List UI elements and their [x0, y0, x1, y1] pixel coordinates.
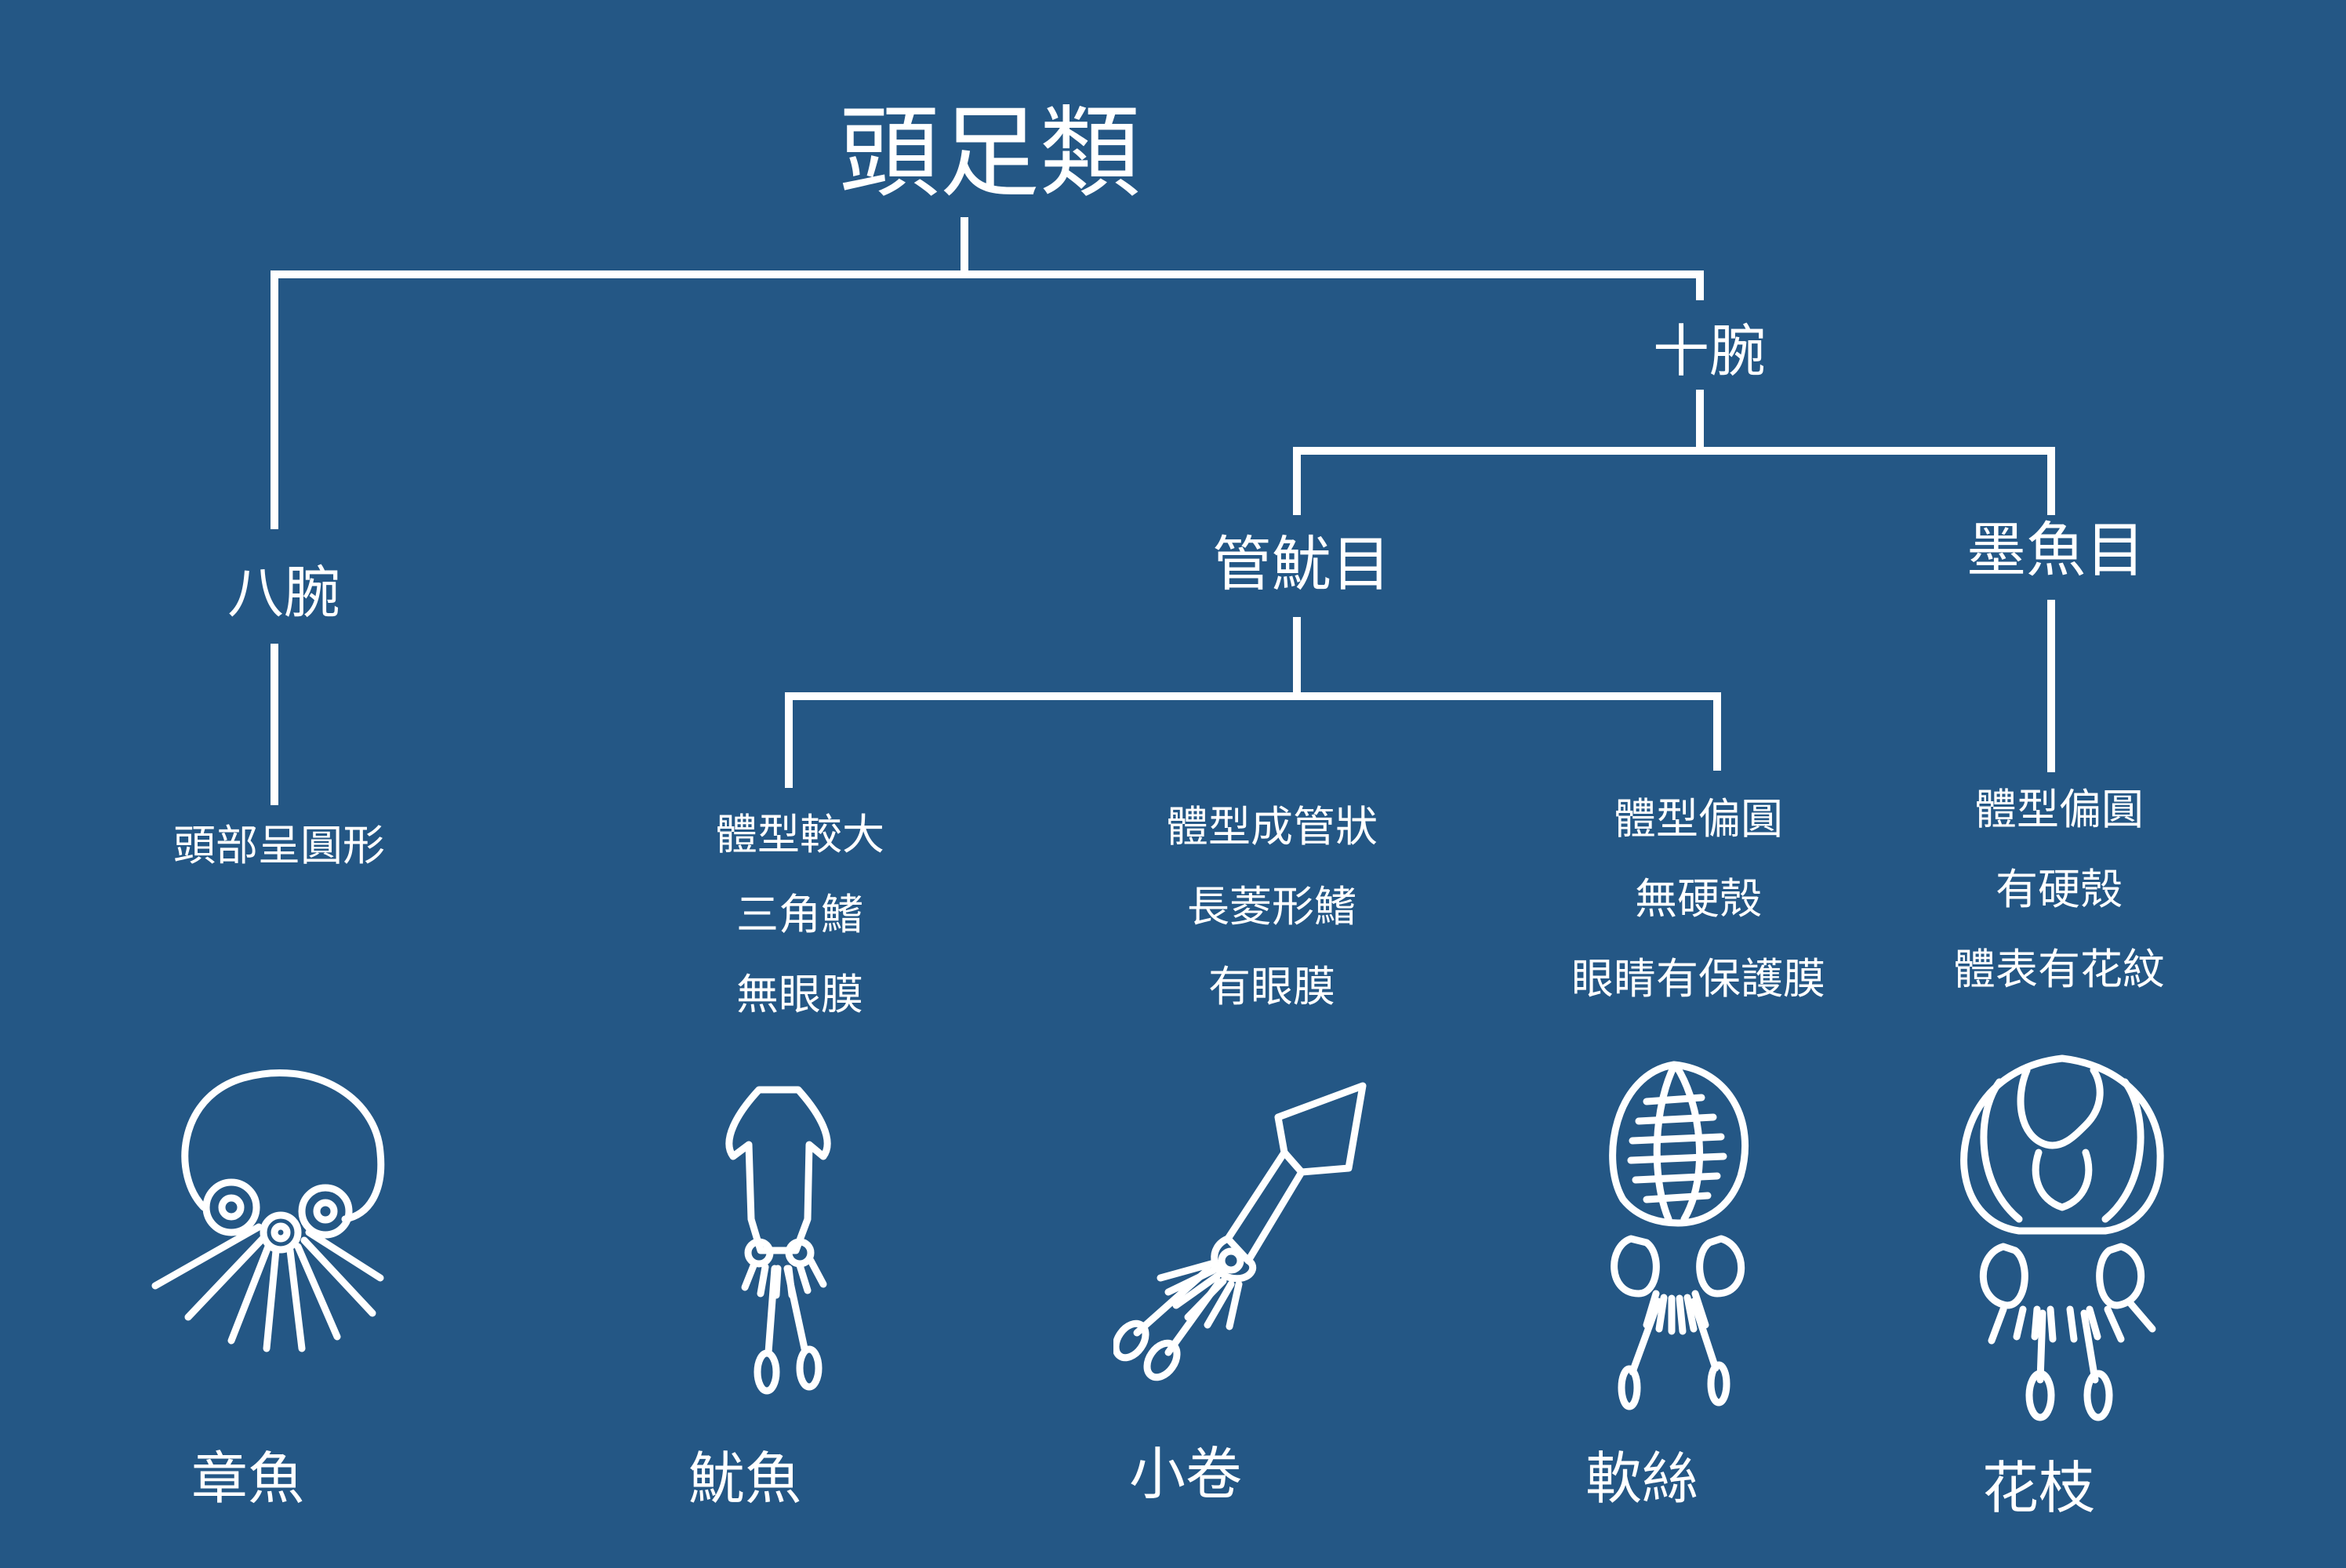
- traits-octopus: 頭部呈圓形: [173, 825, 385, 905]
- trait-text: 有眼膜: [1208, 962, 1335, 1011]
- bigfin-squid-icon: [1609, 1061, 1749, 1410]
- octopus-icon: [151, 1069, 385, 1352]
- traits-bigfin-squid: 體型偏圓 無硬殼 眼睛有保護膜: [1571, 798, 1825, 1038]
- trait-text: 有硬殼: [1996, 865, 2123, 914]
- trait-text: 頭部呈圓形: [173, 821, 385, 870]
- animal-name-cuttlefish: 花枝: [1981, 1455, 2096, 1521]
- trait-text: 三角鰭: [736, 890, 863, 939]
- order-label-teuthida: 管魷目: [1212, 529, 1391, 599]
- trait-text: 體型偏圓: [1974, 785, 2144, 834]
- trait-text: 體型成管狀: [1166, 802, 1378, 851]
- animal-name-bigfin-squid: 軟絲: [1585, 1446, 1699, 1512]
- animal-name-octopus: 章魚: [191, 1446, 305, 1512]
- animal-name-squid: 魷魚: [688, 1446, 802, 1512]
- trait-text: 眼睛有保護膜: [1571, 954, 1825, 1004]
- order-label-sepiida: 墨魚目: [1966, 515, 2145, 585]
- trait-text: 體型偏圓: [1614, 794, 1783, 844]
- cuttlefish-icon: [1960, 1054, 2164, 1421]
- small-squid-icon: [1113, 1082, 1367, 1381]
- trait-text: 無眼膜: [736, 970, 863, 1019]
- traits-squid: 體型較大 三角鰭 無眼膜: [715, 814, 884, 1054]
- branch-label-ten-arms: 十腕: [1652, 318, 1767, 384]
- squid-icon: [725, 1086, 831, 1395]
- diagram-title: 頭足類: [838, 95, 1141, 212]
- branch-label-eight-arms: 八腕: [227, 560, 341, 626]
- trait-text: 無硬殼: [1635, 874, 1762, 924]
- trait-text: 體型較大: [715, 810, 884, 859]
- trait-text: 長菱形鰭: [1187, 882, 1356, 931]
- traits-cuttlefish: 體型偏圓 有硬殼 體表有花紋: [1953, 789, 2165, 1029]
- traits-small-squid: 體型成管狀 長菱形鰭 有眼膜: [1166, 806, 1378, 1046]
- animal-name-small-squid: 小卷: [1128, 1441, 1243, 1507]
- trait-text: 體表有花紋: [1953, 945, 2165, 994]
